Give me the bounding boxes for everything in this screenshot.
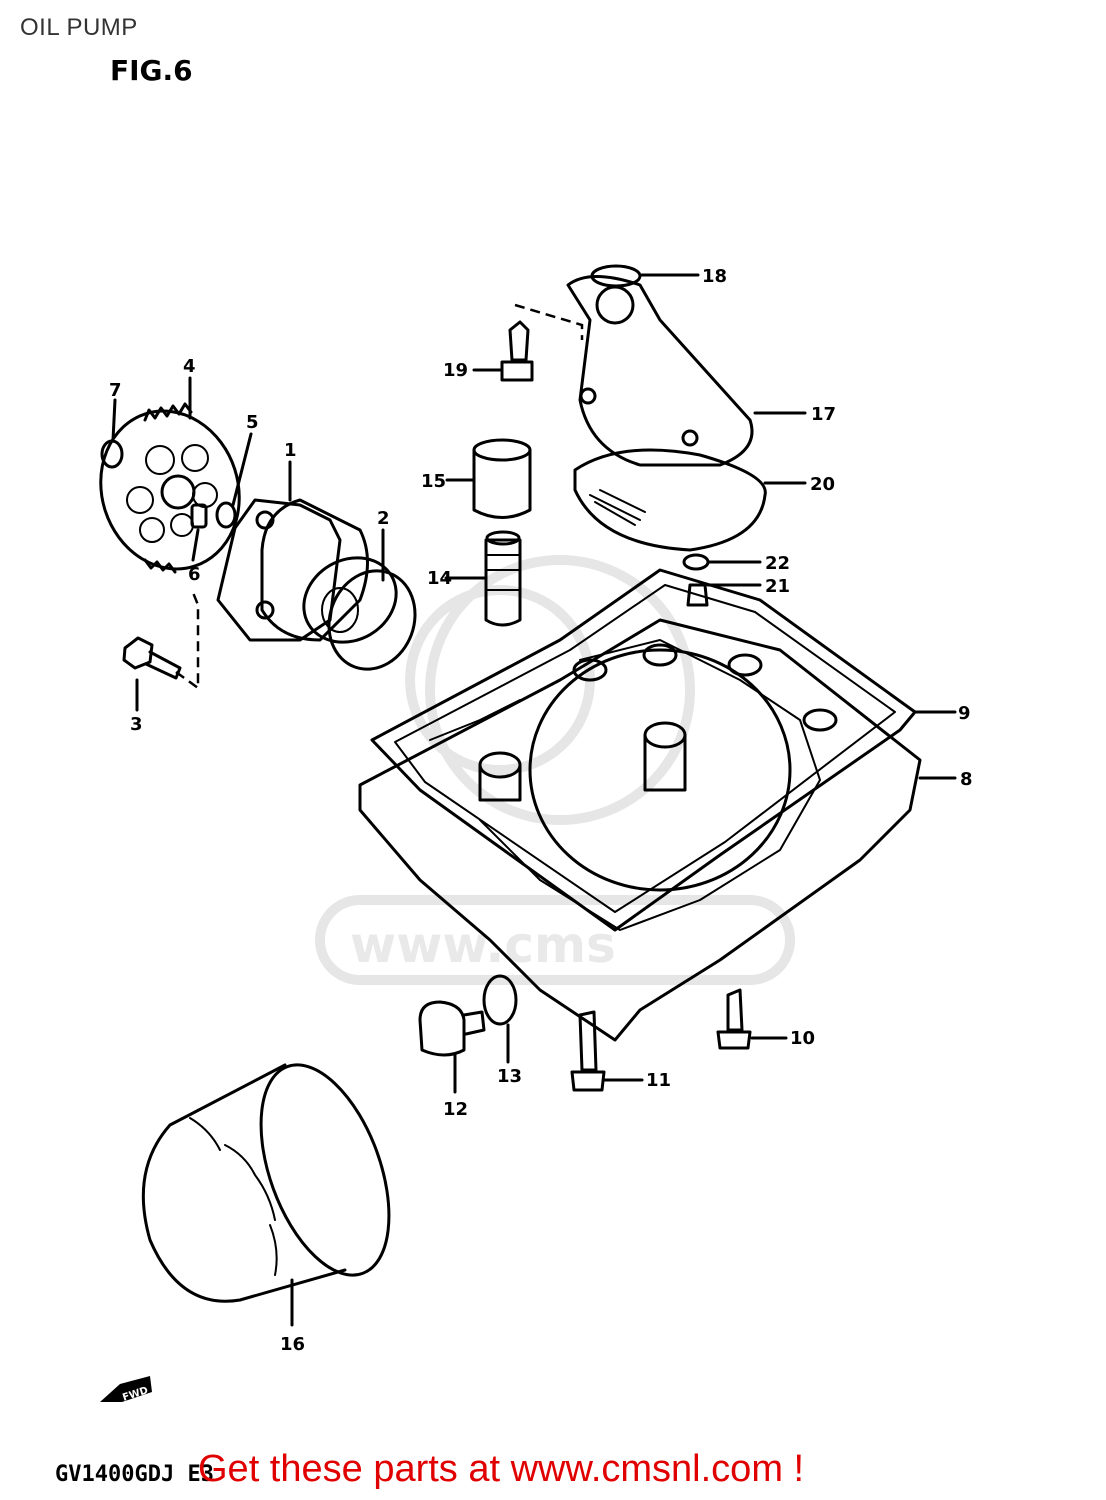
part-oil-strainer [573, 448, 767, 552]
part-pump-gasket [327, 569, 417, 671]
callout-19: 19 [443, 360, 468, 381]
callout-13: 13 [497, 1066, 522, 1087]
watermark: www.cms [315, 555, 795, 985]
callout-1: 1 [284, 440, 297, 461]
callout-11: 11 [646, 1070, 671, 1091]
part-washer-22 [682, 553, 710, 571]
forward-arrow-icon: FWD [100, 1376, 152, 1404]
part-oil-pump-assembly [216, 498, 398, 644]
part-oil-pump-driven-gear [99, 402, 241, 574]
callout-3: 3 [130, 714, 143, 735]
callout-20: 20 [810, 474, 835, 495]
callout-17: 17 [811, 404, 836, 425]
callout-21: 21 [765, 576, 790, 597]
part-washer [215, 501, 237, 529]
part-oil-pan-bolt-11 [570, 1010, 606, 1092]
callout-5: 5 [246, 412, 259, 433]
callout-15: 15 [421, 471, 446, 492]
callout-6: 6 [188, 564, 201, 585]
part-sleeve [472, 438, 532, 519]
callout-4: 4 [183, 356, 196, 377]
part-oil-strainer-cover [566, 275, 754, 467]
callout-7: 7 [109, 380, 122, 401]
part-drain-plug-gasket [482, 974, 518, 1026]
page-title: OIL PUMP [20, 14, 138, 41]
callout-16: 16 [280, 1334, 305, 1355]
callout-18: 18 [702, 266, 727, 287]
part-drain-plug [418, 1000, 486, 1057]
part-oil-filter [141, 1063, 391, 1303]
callout-22: 22 [765, 553, 790, 574]
part-strainer-o-ring [590, 264, 642, 288]
part-oil-pan [358, 618, 922, 1042]
callout-8: 8 [960, 769, 973, 790]
callout-9: 9 [958, 703, 971, 724]
figure-label: FIG.6 [110, 54, 193, 87]
callout-12: 12 [443, 1099, 468, 1120]
callout-2: 2 [377, 508, 390, 529]
part-oil-pan-bolt-10 [716, 988, 752, 1050]
parts-shop-link[interactable]: Get these parts at www.cmsnl.com ! [198, 1448, 805, 1490]
part-oil-pan-gasket [370, 568, 917, 932]
callout-labels: 1 2 3 4 5 6 7 8 9 10 11 12 13 14 15 16 1… [109, 266, 973, 1355]
part-plug-21 [686, 583, 709, 607]
part-pin [190, 503, 208, 529]
part-pump-bolt [122, 589, 200, 691]
callout-10: 10 [790, 1028, 815, 1049]
part-oil-pressure-relief-valve [484, 530, 522, 627]
callout-14: 14 [427, 568, 452, 589]
leader-lines [111, 273, 957, 1327]
watermark-text: www.cms [350, 916, 616, 974]
model-code: GV1400GDJ E3 [55, 1462, 214, 1487]
part-strainer-bolt [500, 303, 584, 382]
